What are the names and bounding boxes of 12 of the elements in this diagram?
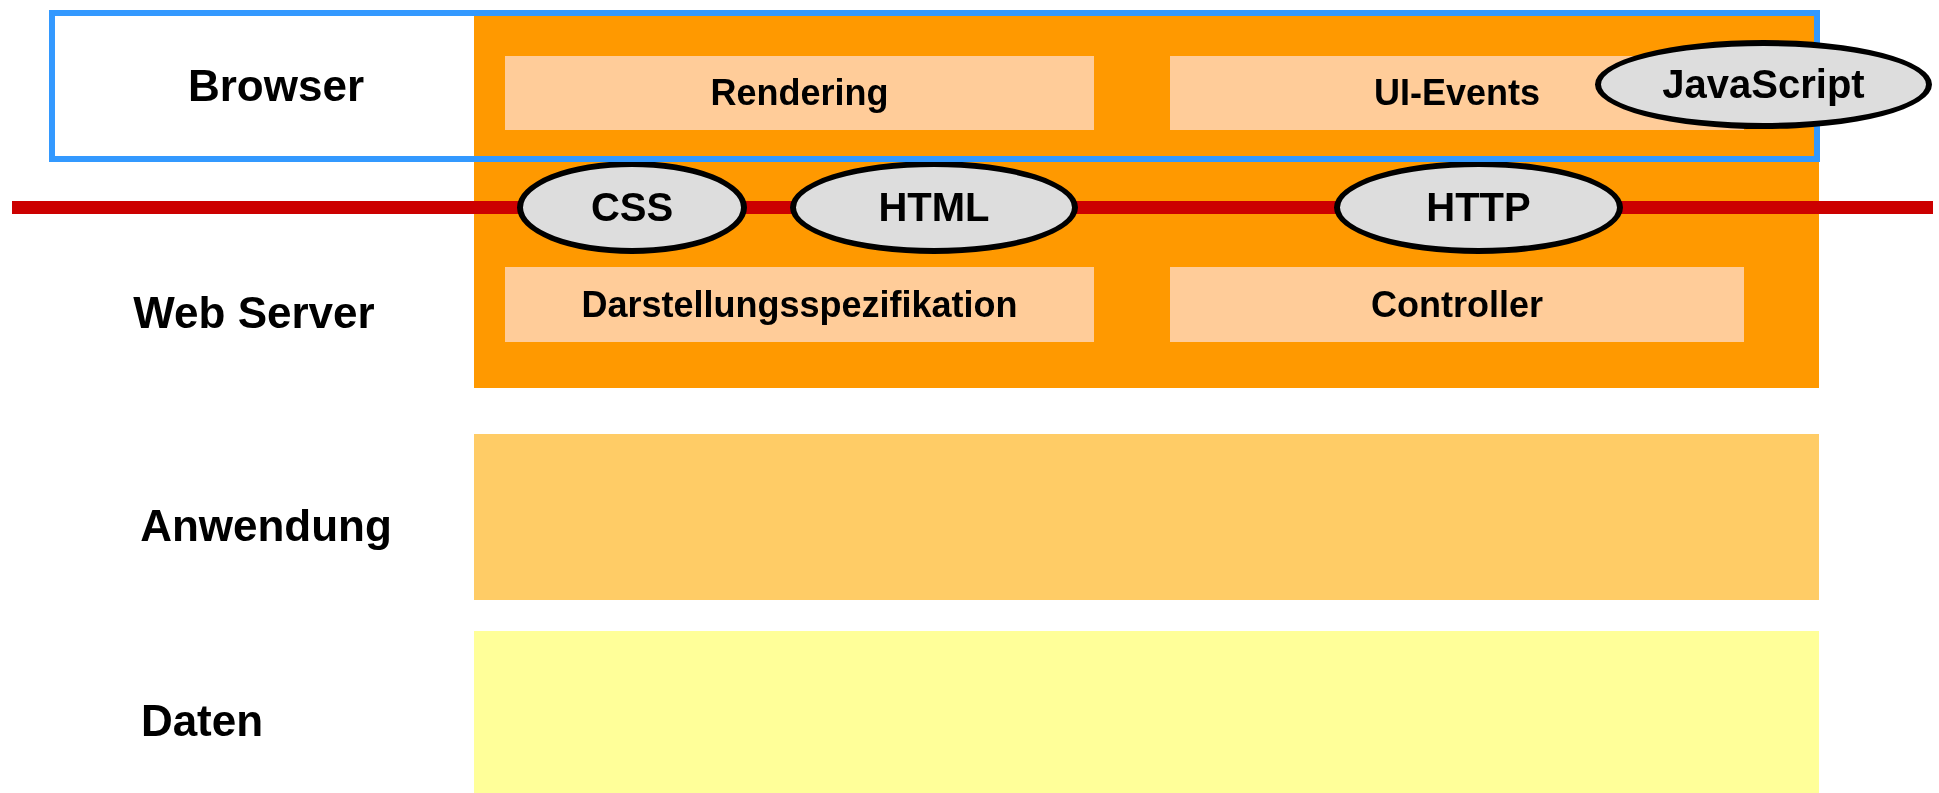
technology-ellipse: HTML xyxy=(790,161,1078,254)
component-box: Darstellungsspezifikation xyxy=(505,267,1094,342)
layer-label: Web Server xyxy=(133,288,375,338)
layer-band xyxy=(474,434,1819,600)
layer-label: Daten xyxy=(140,696,264,746)
component-box: Controller xyxy=(1170,267,1744,342)
layer-band xyxy=(474,631,1819,793)
layer-label: Browser xyxy=(187,61,365,111)
technology-ellipse: HTTP xyxy=(1334,161,1623,254)
layer-label: Anwendung xyxy=(140,501,392,551)
component-box: Rendering xyxy=(505,56,1094,130)
technology-ellipse: CSS xyxy=(517,161,747,254)
